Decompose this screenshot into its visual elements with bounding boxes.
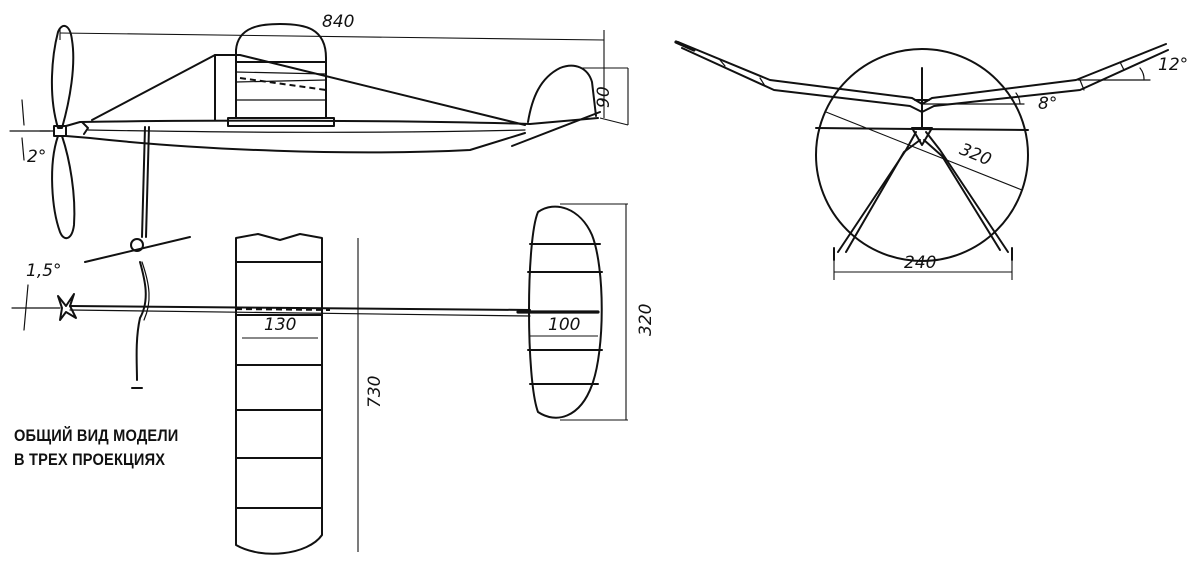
tip-dihedral-marker: 12° — [1077, 55, 1188, 81]
side-thrust-label: 1,5° — [26, 261, 62, 281]
side-view: 2° — [9, 12, 629, 252]
stab-span-label: 320 — [636, 304, 656, 336]
stab-chord-dimension: 100 — [530, 315, 598, 337]
top-view-propeller — [57, 293, 77, 321]
wing-chord-label: 130 — [264, 315, 296, 335]
side-thrust-marker: 1,5° — [11, 261, 62, 331]
wing-chord-dimension: 130 — [242, 315, 318, 339]
thrust-angle-marker: 2° — [9, 99, 51, 167]
wing-span-label: 730 — [365, 376, 385, 408]
stab-height-dimension: 90 — [580, 67, 629, 126]
front-view-stabilizer — [815, 127, 1029, 131]
side-view-stabilizer — [511, 64, 601, 147]
gear-track-dimension: 240 — [833, 253, 1013, 280]
top-view: 1,5° 130 — [11, 203, 656, 555]
top-view-stabilizer — [527, 205, 603, 419]
length-dimension: 840 — [59, 12, 605, 118]
thrust-angle-label: 2° — [27, 147, 46, 167]
stab-height-label: 90 — [594, 86, 614, 108]
side-view-wing-pylon — [91, 23, 526, 127]
top-view-wing — [235, 233, 323, 555]
top-view-landing-gear — [84, 236, 191, 389]
stab-chord-label: 100 — [548, 315, 580, 335]
drawing-caption: ОБЩИЙ ВИД МОДЕЛИ В ТРЕХ ПРОЕКЦИЯХ — [14, 424, 244, 472]
side-view-propeller — [39, 24, 76, 240]
center-dihedral-marker: 8° — [921, 92, 1057, 114]
propeller-disk — [815, 48, 1029, 262]
front-view: 320 240 8° 12° — [674, 40, 1188, 280]
center-dihedral-label: 8° — [1038, 94, 1057, 114]
caption-line-2: В ТРЕХ ПРОЕКЦИЯХ — [14, 450, 166, 469]
stab-span-dimension: 320 — [560, 203, 656, 421]
tip-dihedral-label: 12° — [1158, 55, 1188, 75]
prop-diameter-dimension: 320 — [825, 111, 1023, 191]
wing-span-dimension: 730 — [357, 238, 385, 552]
gear-track-label: 240 — [904, 253, 936, 273]
side-view-fuselage — [65, 117, 599, 154]
front-view-landing-gear — [833, 131, 1013, 261]
length-label: 840 — [322, 12, 354, 32]
caption-line-1: ОБЩИЙ ВИД МОДЕЛИ — [14, 426, 179, 445]
side-view-landing-gear — [130, 126, 150, 252]
top-view-fuselage — [69, 305, 600, 317]
